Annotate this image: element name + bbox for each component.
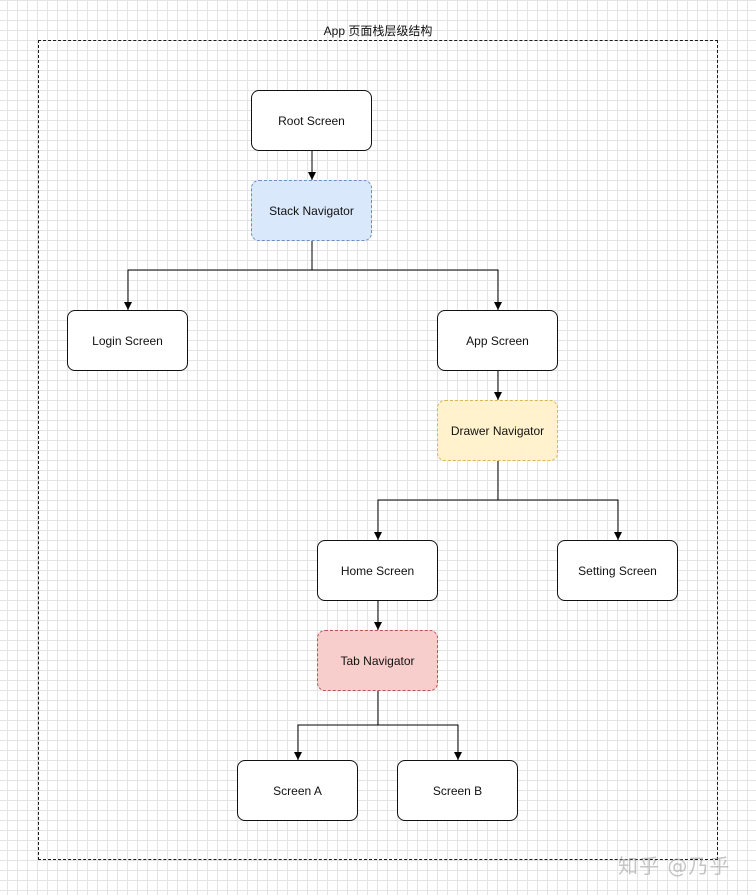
node-tab-navigator: Tab Navigator [317,630,438,691]
edge-tab-a [294,691,379,760]
node-screen-a: Screen A [237,760,358,821]
edge-tab-b [378,724,462,760]
node-login-screen: Login Screen [67,310,188,371]
edge-drawer-home [374,461,499,540]
diagram-frame [38,40,718,860]
node-app-screen: App Screen [437,310,558,371]
edge-drawer-setting [498,499,622,540]
node-setting-screen: Setting Screen [557,540,678,601]
diagram-title: App 页面栈层级结构 [323,24,433,38]
node-home-screen: Home Screen [317,540,438,601]
edge-stack-login [124,241,313,310]
node-screen-b: Screen B [397,760,518,821]
edge-stack-app [312,269,502,310]
watermark: 知乎 @乃乎 [618,854,731,878]
node-root-screen: Root Screen [251,90,372,151]
node-drawer-navigator: Drawer Navigator [437,400,558,461]
node-stack-navigator: Stack Navigator [251,180,372,241]
